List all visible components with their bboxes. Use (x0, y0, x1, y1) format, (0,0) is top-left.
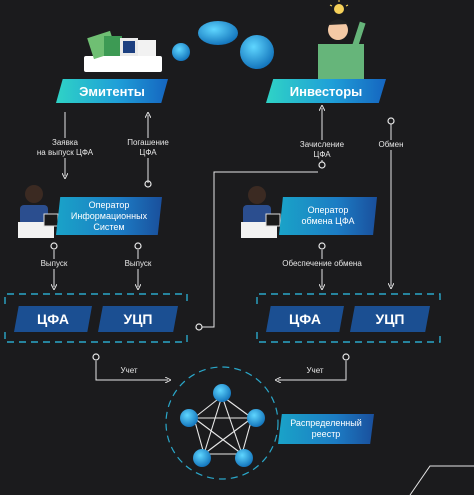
account-left-label: Учет (112, 366, 146, 376)
application-label: Заявка на выпуск ЦФА (23, 138, 107, 158)
ledger-network-icon (180, 384, 265, 467)
left-cfa-box: ЦФА (14, 306, 92, 332)
issue-left-label: Выпуск (34, 259, 74, 269)
corner-decoration (409, 465, 474, 495)
right-ucp-box: УЦП (350, 306, 430, 332)
info-systems-operator-label: Оператор Информационных Систем (70, 199, 148, 232)
investors-label: Инвесторы (289, 83, 363, 99)
left-ucp-label: УЦП (123, 311, 153, 327)
exchange-operator-box: Оператор обмена ЦФА (279, 197, 377, 235)
operator-exchange-icon (241, 186, 281, 238)
right-cfa-label: ЦФА (289, 311, 321, 327)
redemption-label: Погашение ЦФА (118, 138, 178, 158)
emitters-label: Эмитенты (79, 83, 145, 99)
investors-box: Инвесторы (266, 79, 386, 103)
exchange-operator-label: Оператор обмена ЦФА (301, 205, 355, 226)
investor-person-icon (318, 0, 366, 80)
transfer-connector (202, 171, 318, 328)
distributed-ledger-label: Распределенный реестр (290, 418, 362, 439)
exchange-support-label: Обеспечение обмена (272, 259, 372, 269)
account-right-label: Учет (298, 366, 332, 376)
dashed-frames (4, 293, 441, 480)
issue-right-label: Выпуск (118, 259, 158, 269)
info-systems-operator-box: Оператор Информационных Систем (56, 197, 162, 235)
left-cfa-label: ЦФА (37, 311, 69, 327)
money-stack-icon (84, 30, 162, 72)
coins-decoration (172, 21, 274, 69)
distributed-ledger-box: Распределенный реестр (278, 414, 374, 444)
crediting-label: Зачисление ЦФА (282, 140, 362, 160)
emitters-box: Эмитенты (56, 79, 168, 103)
operator-info-systems-icon (18, 185, 59, 238)
exchange-label: Обмен (370, 140, 412, 150)
left-ucp-box: УЦП (98, 306, 178, 332)
right-cfa-box: ЦФА (266, 306, 344, 332)
right-ucp-label: УЦП (375, 311, 405, 327)
